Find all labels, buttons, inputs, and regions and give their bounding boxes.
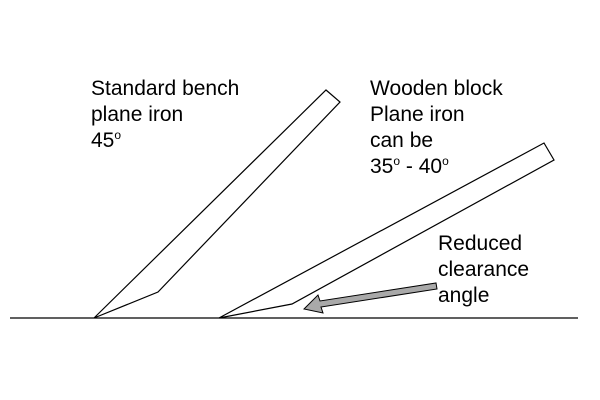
standard-bench-line1: Standard bench — [91, 77, 240, 100]
standard-bench-angle: 45o — [91, 128, 239, 154]
degree-mark: o — [393, 154, 401, 168]
reduced-clearance-line1: Reduced — [438, 232, 523, 255]
range-separator: - — [400, 155, 419, 178]
degree-mark: o — [442, 154, 449, 168]
reduced-clearance-label: Reduced clearance angle — [438, 231, 529, 309]
wooden-angle-high: 40 — [418, 155, 443, 178]
wooden-block-line2: Plane iron — [370, 103, 465, 126]
clearance-angle-arrow — [302, 282, 438, 314]
wooden-block-line1: Wooden block — [370, 77, 503, 100]
wooden-block-angle-range: 35o - 40o — [370, 154, 503, 180]
standard-bench-label: Standard bench plane iron 45o — [91, 76, 239, 154]
wooden-block-line3: can be — [370, 129, 434, 152]
standard-bench-line2: plane iron — [91, 103, 184, 126]
reduced-clearance-line3: angle — [438, 284, 490, 307]
wooden-block-plane-iron — [218, 142, 555, 319]
reduced-clearance-line2: clearance — [438, 258, 530, 281]
wooden-angle-low: 35 — [370, 155, 394, 178]
degree-mark: o — [114, 128, 122, 142]
wooden-block-label: Wooden block Plane iron can be 35o - 40o — [370, 76, 503, 180]
standard-bench-plane-iron — [93, 89, 341, 319]
standard-angle-value: 45 — [91, 129, 115, 152]
